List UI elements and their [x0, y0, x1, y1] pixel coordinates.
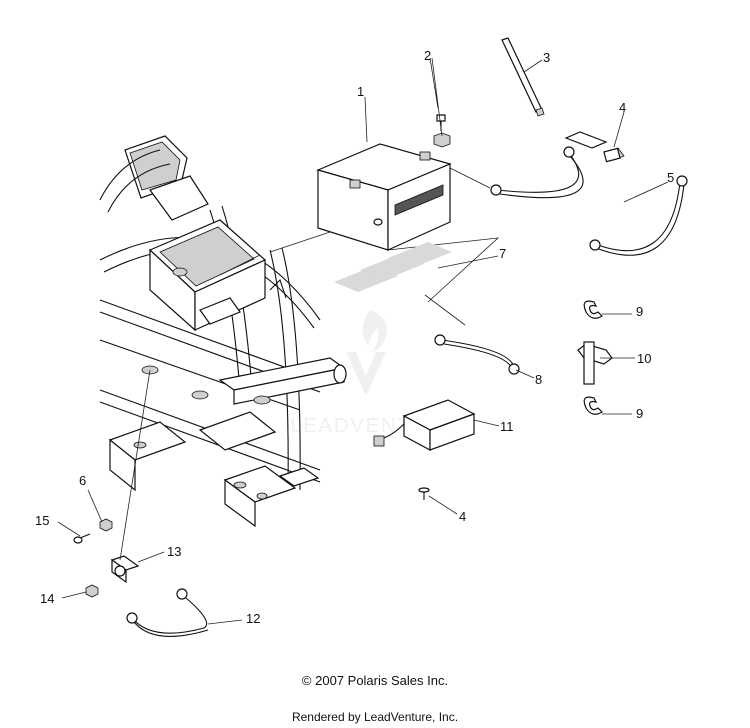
callout-1: 1 [357, 84, 364, 99]
callout-14: 14 [40, 591, 54, 606]
battery-strap [501, 37, 545, 117]
battery-pads [334, 242, 452, 292]
callout-6: 6 [79, 473, 86, 488]
lower-hardware [73, 518, 140, 598]
callout-10: 10 [637, 351, 651, 366]
callout-3: 3 [543, 50, 550, 65]
callout-numbers: 1 2 3 4 5 7 9 10 9 8 11 4 6 15 13 14 12 [35, 48, 674, 626]
terminal-hardware [433, 114, 451, 148]
leader-lines [57, 57, 669, 625]
callout-15: 15 [35, 513, 49, 528]
battery: POLARIS [316, 143, 452, 251]
vehicle-frame [99, 135, 347, 528]
callout-2: 2 [424, 48, 431, 63]
control-module [373, 399, 476, 452]
callout-4-upper: 4 [619, 100, 626, 115]
callout-13: 13 [167, 544, 181, 559]
cable-12 [126, 588, 209, 637]
callout-9-lower: 9 [636, 406, 643, 421]
callout-5: 5 [667, 170, 674, 185]
callout-8: 8 [535, 372, 542, 387]
clips-and-link [577, 300, 613, 415]
callout-7: 7 [499, 246, 506, 261]
copyright-notice: © 2007 Polaris Sales Inc. [301, 673, 449, 688]
battery-cables [490, 131, 688, 256]
callout-4-lower: 4 [459, 509, 466, 524]
callout-12: 12 [246, 611, 260, 626]
ground-cable [434, 334, 520, 375]
rendered-by-credit: Rendered by LeadVenture, Inc. [291, 710, 459, 724]
bolt-lower [418, 487, 430, 500]
bolt-upper [603, 147, 621, 163]
callout-9-upper: 9 [636, 304, 643, 319]
callout-11: 11 [500, 419, 514, 434]
